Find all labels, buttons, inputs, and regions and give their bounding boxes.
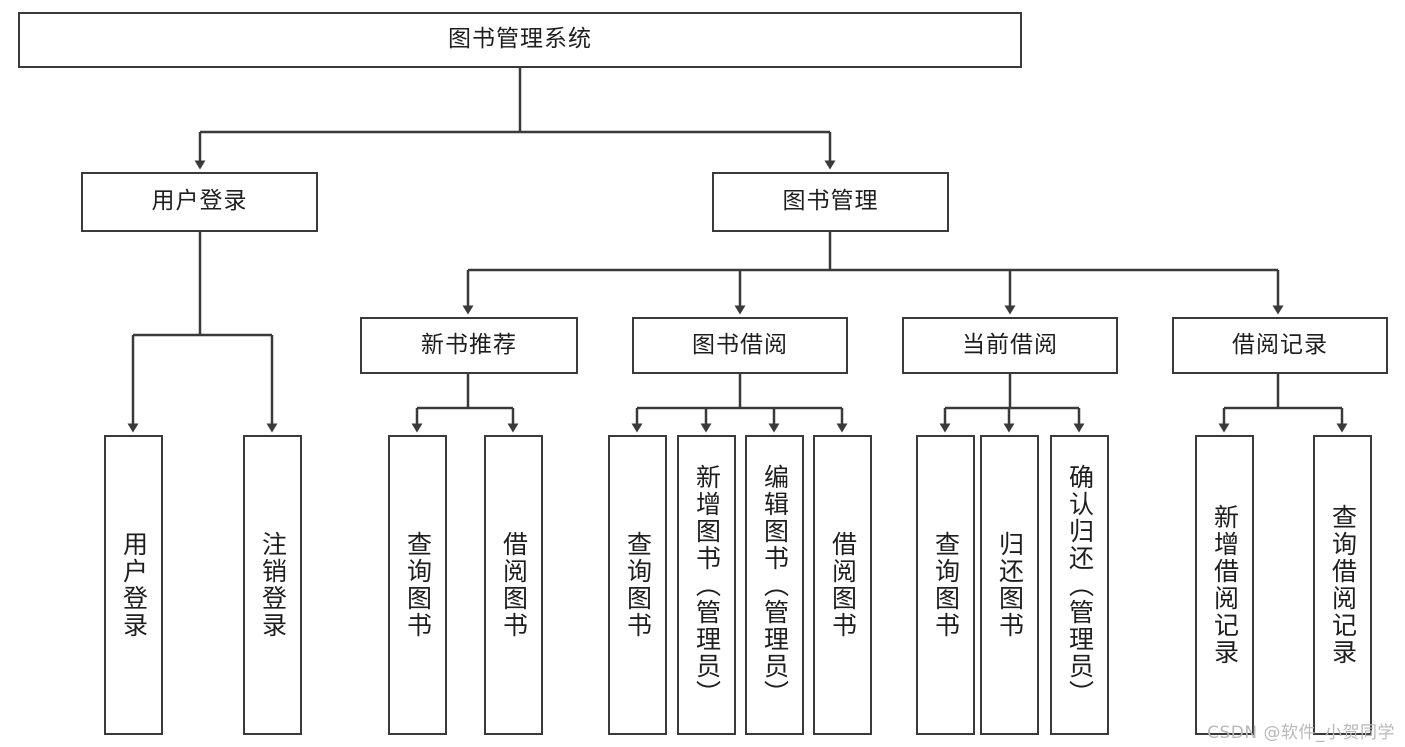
- leaf-current-confirm-return[interactable]: 确认归还（管理员）: [1050, 435, 1109, 735]
- node-label: 查询图书: [623, 531, 653, 639]
- node-label: 图书管理系统: [448, 26, 592, 53]
- leaf-user-login-logout[interactable]: 注销登录: [243, 435, 302, 735]
- node-label: 用户登录: [151, 188, 248, 215]
- csdn-watermark: CSDN @软件_小贺同学: [1207, 723, 1395, 743]
- leaf-borrow-borrow-book[interactable]: 借阅图书: [813, 435, 872, 735]
- leaf-borrow-query-book[interactable]: 查询图书: [608, 435, 667, 735]
- node-book-management[interactable]: 图书管理: [712, 172, 949, 232]
- node-user-login[interactable]: 用户登录: [81, 172, 318, 232]
- node-label: 查询借阅记录: [1328, 504, 1358, 666]
- node-label: 确认归还（管理员）: [1065, 463, 1095, 707]
- node-label: 注销登录: [258, 531, 288, 639]
- node-label: 图书借阅: [692, 331, 788, 358]
- leaf-borrow-add-book[interactable]: 新增图书（管理员）: [677, 435, 736, 735]
- leaf-new-book-borrow[interactable]: 借阅图书: [484, 435, 543, 735]
- node-label: 借阅记录: [1232, 331, 1328, 358]
- node-label: 借阅图书: [499, 531, 529, 639]
- leaf-current-query-book[interactable]: 查询图书: [916, 435, 975, 735]
- node-label: 查询图书: [931, 531, 961, 639]
- node-label: 用户登录: [119, 531, 149, 639]
- node-label: 新书推荐: [421, 331, 517, 358]
- node-label: 新增图书（管理员）: [692, 463, 722, 707]
- node-label: 查询图书: [403, 531, 433, 639]
- node-book-borrow[interactable]: 图书借阅: [632, 317, 848, 374]
- leaf-current-return-book[interactable]: 归还图书: [980, 435, 1039, 735]
- leaf-new-book-query[interactable]: 查询图书: [388, 435, 447, 735]
- node-borrow-record[interactable]: 借阅记录: [1172, 317, 1388, 374]
- leaf-borrow-edit-book[interactable]: 编辑图书（管理员）: [745, 435, 804, 735]
- leaf-record-query[interactable]: 查询借阅记录: [1313, 435, 1372, 735]
- node-label: 图书管理: [782, 188, 879, 215]
- node-root-system[interactable]: 图书管理系统: [18, 12, 1022, 68]
- node-label: 归还图书: [995, 531, 1025, 639]
- node-current-borrow[interactable]: 当前借阅: [902, 317, 1118, 374]
- node-label: 借阅图书: [828, 531, 858, 639]
- node-label: 编辑图书（管理员）: [760, 463, 790, 707]
- node-label: 新增借阅记录: [1210, 504, 1240, 666]
- leaf-user-login-login[interactable]: 用户登录: [104, 435, 163, 735]
- leaf-record-add[interactable]: 新增借阅记录: [1195, 435, 1254, 735]
- node-new-book-recommend[interactable]: 新书推荐: [360, 317, 578, 374]
- node-label: 当前借阅: [962, 331, 1058, 358]
